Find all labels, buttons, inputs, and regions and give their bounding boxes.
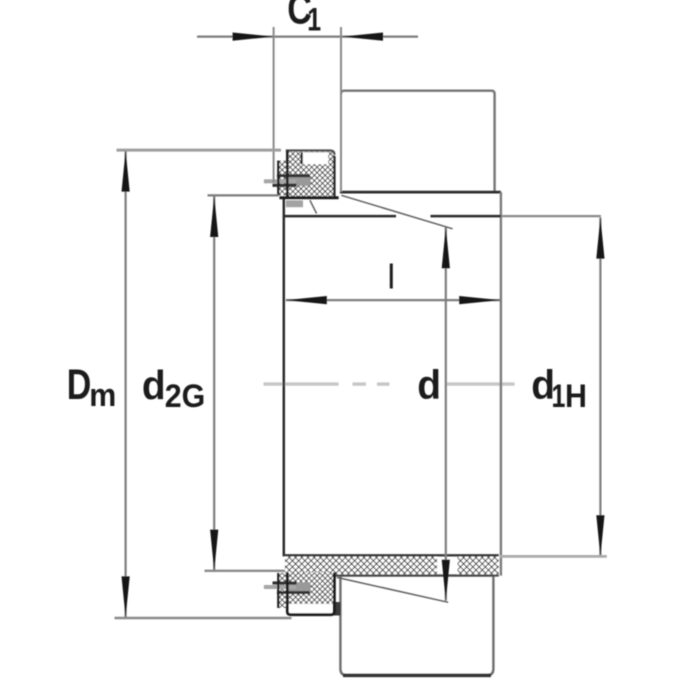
arrowhead <box>232 32 274 41</box>
label-c1-sub: 1 <box>307 3 321 39</box>
washer-tab-top <box>263 179 296 184</box>
label-d2g-base: d <box>142 363 166 408</box>
upper-taper-line <box>341 194 453 230</box>
label-dm-sub: m <box>89 377 116 413</box>
nut-slot-bottom <box>289 603 332 614</box>
arrowhead <box>210 529 219 571</box>
label-l: l <box>388 259 396 297</box>
nut-slot-top <box>302 152 329 165</box>
washer-section-bottom <box>277 572 288 608</box>
lower-taper-line <box>336 576 449 604</box>
dimension-d <box>441 227 450 601</box>
dimension-l <box>285 296 501 305</box>
slit-edge-line <box>309 199 318 214</box>
label-d: d <box>417 363 441 408</box>
arrowhead <box>596 515 605 557</box>
dimension-dm <box>114 148 292 620</box>
arrowhead <box>441 227 450 269</box>
arrowhead <box>342 32 383 41</box>
labels: C 1 D m d 2G l d d 1 H <box>67 0 587 415</box>
label-d1h-sub1: 1 <box>552 379 566 415</box>
arrowhead <box>459 296 501 305</box>
label-d1h-base: d <box>531 363 555 408</box>
thread-zone <box>285 200 303 208</box>
upper-ring-outline <box>339 89 501 194</box>
arrowhead <box>121 150 130 192</box>
lower-ring-outline <box>339 574 495 678</box>
locknut-top <box>263 149 339 200</box>
sleeve-outline <box>282 192 503 604</box>
label-d1h-sub2: H <box>565 378 587 414</box>
washer-section-top <box>277 160 288 196</box>
arrowhead <box>596 217 605 259</box>
label-c1-base: C <box>287 0 312 34</box>
label-d2g-sub: 2G <box>165 378 206 414</box>
washer-tab-bottom <box>263 585 296 589</box>
arrowhead <box>285 296 327 305</box>
sleeve-section-hatch <box>285 556 499 575</box>
locknut-bottom <box>263 572 341 617</box>
arrowhead <box>441 559 450 601</box>
dimension-c1 <box>197 27 418 192</box>
arrowhead <box>121 576 130 618</box>
arrowhead <box>210 196 219 237</box>
dimension-d1h <box>500 215 607 558</box>
label-dm-base: D <box>67 362 92 409</box>
dimension-d2g <box>204 194 285 572</box>
